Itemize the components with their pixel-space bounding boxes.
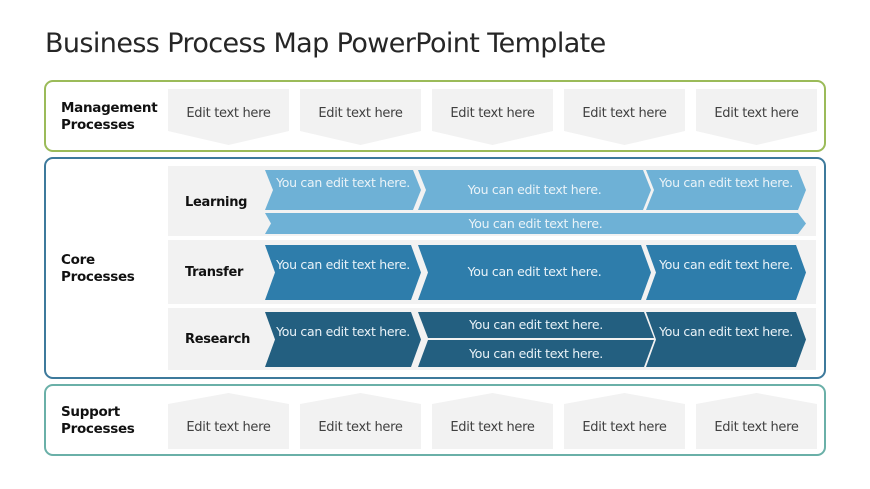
support-label-line1: Support [61,404,120,420]
step-text: You can edit text here. [276,257,410,272]
step-text: You can edit text here. [276,175,410,190]
core-label-line1: Core [61,252,95,268]
pentagon-down-shape [432,89,553,145]
management-item-text: Edit text here [582,106,667,121]
management-item-2[interactable]: Edit text here [300,89,421,145]
chevron-shape [418,245,651,300]
management-item-text: Edit text here [186,106,271,121]
support-item-text: Edit text here [714,420,799,435]
step-text: You can edit text here. [467,264,602,279]
research-step-2b[interactable]: You can edit text here. [418,340,654,367]
pentagon-down-shape [300,89,421,145]
management-label-line2: Processes [61,117,135,133]
support-item-2[interactable]: Edit text here [300,393,421,449]
support-items: Edit text here Edit text here Edit text … [168,393,818,449]
lane-label-learning: Learning [185,195,248,210]
learning-step-2[interactable]: You can edit text here. [418,170,651,210]
management-item-text: Edit text here [450,106,535,121]
support-item-4[interactable]: Edit text here [564,393,685,449]
research-step-2a[interactable]: You can edit text here. [418,312,654,338]
pentagon-up-shape [168,393,289,449]
step-text: You can edit text here. [659,257,793,272]
pentagon-down-shape [696,89,817,145]
management-item-text: Edit text here [714,106,799,121]
step-text: You can edit text here. [469,346,603,361]
support-item-1[interactable]: Edit text here [168,393,289,449]
chevron-shape [646,312,806,367]
management-label-line1: Management [61,100,158,116]
management-item-3[interactable]: Edit text here [432,89,553,145]
step-text: You can edit text here. [469,317,603,332]
management-item-text: Edit text here [318,106,403,121]
support-item-text: Edit text here [582,420,667,435]
research-step-1[interactable]: You can edit text here. [265,312,421,367]
support-label: Support Processes [61,404,135,438]
lane-research: Research You can edit text here. You can… [168,308,816,370]
lane-learning: Learning You can edit text here. You can… [168,166,816,236]
transfer-step-2[interactable]: You can edit text here. [418,245,651,300]
pentagon-up-shape [564,393,685,449]
management-items: Edit text here Edit text here Edit text … [168,89,818,145]
management-item-4[interactable]: Edit text here [564,89,685,145]
management-label: Management Processes [61,100,158,134]
pentagon-up-shape [432,393,553,449]
step-text: You can edit text here. [659,175,793,190]
core-processes-band: Core Processes Learning You can edit tex… [44,157,826,379]
core-label-line2: Processes [61,269,135,285]
management-processes-band: Management Processes Edit text here Edit… [44,80,826,152]
support-item-text: Edit text here [450,420,535,435]
learning-bar[interactable]: You can edit text here. [265,213,806,234]
lane-label-transfer: Transfer [185,265,244,280]
chevron-shape [265,170,421,210]
management-item-5[interactable]: Edit text here [696,89,817,145]
transfer-step-3[interactable]: You can edit text here. [646,245,806,300]
support-item-text: Edit text here [186,420,271,435]
support-label-line2: Processes [61,421,135,437]
chevron-half-shape [418,312,654,338]
pentagon-up-shape [696,393,817,449]
chevron-half-shape [418,340,654,367]
learning-step-1[interactable]: You can edit text here. [265,170,421,210]
support-item-5[interactable]: Edit text here [696,393,817,449]
chevron-shape [646,170,806,210]
page-title: Business Process Map PowerPoint Template [45,28,606,59]
pentagon-up-shape [300,393,421,449]
lane-label-research: Research [185,332,251,347]
research-step-3[interactable]: You can edit text here. [646,312,806,367]
lane-transfer: Transfer You can edit text here. You can… [168,240,816,304]
step-text: You can edit text here. [659,324,793,339]
step-text: You can edit text here. [467,182,602,197]
step-text: You can edit text here. [468,216,603,231]
management-item-1[interactable]: Edit text here [168,89,289,145]
chevron-shape [646,245,806,300]
transfer-step-1[interactable]: You can edit text here. [265,245,421,300]
chevron-shape [265,245,421,300]
chevron-shape [265,312,421,367]
support-item-text: Edit text here [318,420,403,435]
pentagon-down-shape [168,89,289,145]
support-item-3[interactable]: Edit text here [432,393,553,449]
pentagon-down-shape [564,89,685,145]
core-label: Core Processes [61,252,135,286]
support-processes-band: Support Processes Edit text here Edit te… [44,384,826,456]
chevron-shape [418,170,651,210]
chevron-bar-shape [265,213,806,234]
step-text: You can edit text here. [276,324,410,339]
learning-step-3[interactable]: You can edit text here. [646,170,806,210]
